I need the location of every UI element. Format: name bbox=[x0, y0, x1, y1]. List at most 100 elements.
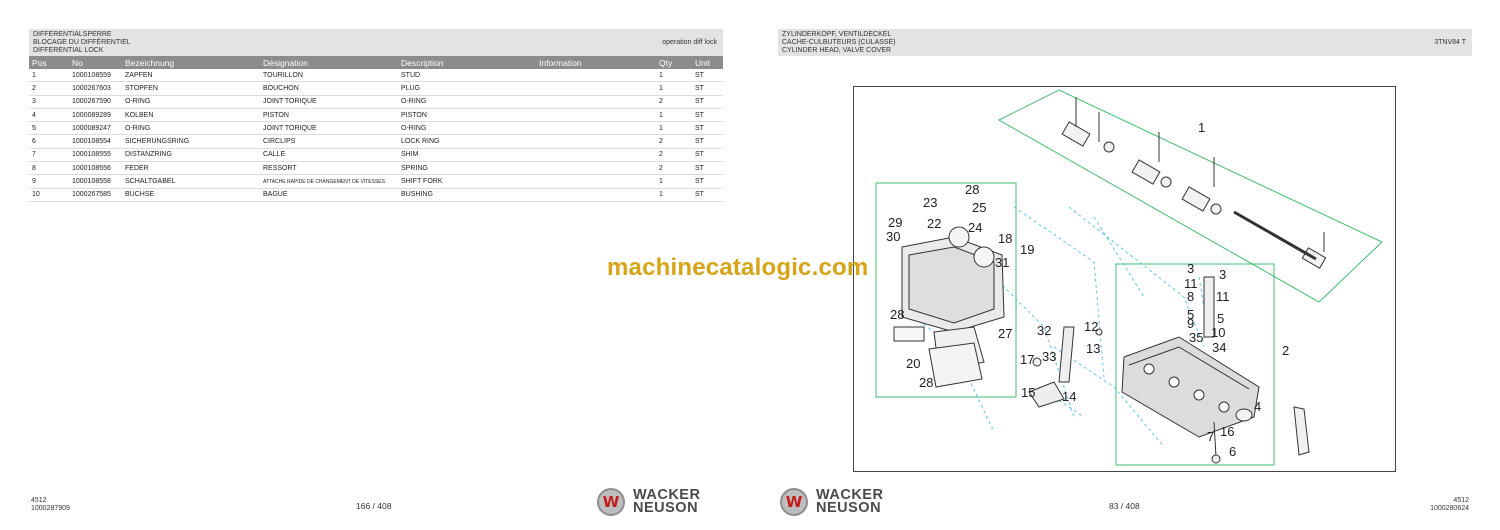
callout-31: 31 bbox=[995, 255, 1009, 270]
callout-1: 1 bbox=[1198, 120, 1205, 135]
callout-27: 27 bbox=[998, 326, 1012, 341]
callout-17: 17 bbox=[1020, 352, 1034, 367]
callout-24: 24 bbox=[968, 220, 982, 235]
cell-no: 1000108559 bbox=[69, 69, 122, 83]
callout-5: 5 bbox=[1187, 307, 1194, 322]
callout-34: 34 bbox=[1212, 340, 1226, 355]
cell-bez: DISTANZRING bbox=[122, 148, 260, 163]
callout-6: 6 bbox=[1229, 444, 1236, 459]
header-line-fr: BLOCAGE DU DIFFÉRENTIEL bbox=[33, 39, 131, 46]
cell-unit: ST bbox=[692, 148, 723, 163]
cell-bez: O-RING bbox=[122, 95, 260, 109]
left-page-header: DIFFERENTIALSPERRE BLOCAGE DU DIFFÉRENTI… bbox=[29, 29, 723, 56]
cell-desc: BUSHING bbox=[398, 188, 536, 202]
cell-qty: 2 bbox=[656, 134, 692, 149]
right-page-header: ZYLINDERKOPF, VENTILDECKEL CACHE-CULBUTE… bbox=[778, 29, 1472, 56]
cell-pos: 3 bbox=[29, 95, 69, 109]
cell-no: 1000267603 bbox=[69, 81, 122, 96]
logo-line-2: NEUSON bbox=[816, 500, 882, 516]
cell-desc: O-RING bbox=[398, 95, 536, 109]
callout-12: 12 bbox=[1084, 319, 1098, 334]
cell-pos: 4 bbox=[29, 108, 69, 123]
cell-qty: 1 bbox=[656, 69, 692, 83]
header-line-en: DIFFERENTIAL LOCK bbox=[33, 47, 104, 54]
cylinder-head-group-outline bbox=[1115, 263, 1275, 466]
cell-desc: PLUG bbox=[398, 81, 536, 96]
callout-13: 13 bbox=[1086, 341, 1100, 356]
footer-code-2: 1000280624 bbox=[1430, 505, 1469, 512]
callout-4: 4 bbox=[1254, 399, 1261, 414]
cell-bez: FEDER bbox=[122, 161, 260, 176]
callout-16: 16 bbox=[1220, 424, 1234, 439]
left-page: DIFFERENTIALSPERRE BLOCAGE DU DIFFÉRENTI… bbox=[29, 29, 723, 516]
parts-table: Pos No Bezeichnung Désignation Descripti… bbox=[29, 56, 723, 202]
footer-code-1: 4512 bbox=[1453, 497, 1469, 504]
callout-7: 7 bbox=[1207, 429, 1214, 444]
cell-bez: BUCHSE bbox=[122, 188, 260, 202]
footer-code-2: 1000287909 bbox=[31, 505, 70, 512]
cell-desc: STUD bbox=[398, 69, 536, 83]
cell-desc: O-RING bbox=[398, 121, 536, 136]
cell-desc: SHIFT FORK bbox=[398, 174, 536, 189]
cell-bez: ZAPFEN bbox=[122, 69, 260, 83]
cell-des: CALLE bbox=[260, 148, 398, 163]
callout-5: 5 bbox=[1217, 311, 1224, 326]
cell-no: 1000108555 bbox=[69, 148, 122, 163]
header-line-en: CYLINDER HEAD, VALVE COVER bbox=[782, 47, 892, 54]
cell-info bbox=[536, 174, 656, 189]
cell-des: RESSORT bbox=[260, 161, 398, 176]
col-no: No bbox=[69, 56, 122, 69]
cell-des: TOURILLON bbox=[260, 69, 398, 83]
cell-pos: 6 bbox=[29, 134, 69, 149]
callout-33: 33 bbox=[1042, 349, 1056, 364]
right-page-number: 83 / 408 bbox=[1109, 501, 1140, 511]
cell-des: JOINT TORIQUE bbox=[260, 121, 398, 136]
header-line-fr: CACHE-CULBUTEURS (CULASSE) bbox=[782, 39, 896, 46]
cell-qty: 2 bbox=[656, 148, 692, 163]
callout-28: 28 bbox=[919, 375, 933, 390]
cell-info bbox=[536, 148, 656, 163]
cell-unit: ST bbox=[692, 108, 723, 123]
cell-unit: ST bbox=[692, 69, 723, 83]
logo-line-1: WACKER bbox=[633, 487, 701, 503]
cell-desc: LOCK RING bbox=[398, 134, 536, 149]
cylinder-head bbox=[1121, 276, 1310, 464]
col-description: Description bbox=[398, 56, 536, 69]
cell-pos: 9 bbox=[29, 174, 69, 189]
rocker-group-outline bbox=[997, 89, 1383, 303]
cell-no: 1000108554 bbox=[69, 134, 122, 149]
cell-info bbox=[536, 161, 656, 176]
cell-unit: ST bbox=[692, 95, 723, 109]
cell-no: 1000267585 bbox=[69, 188, 122, 202]
cell-bez: SCHALTGABEL bbox=[122, 174, 260, 189]
cell-des: BOUCHON bbox=[260, 81, 398, 96]
valve-cover bbox=[893, 226, 1005, 388]
col-bezeichnung: Bezeichnung bbox=[122, 56, 260, 69]
cell-no: 1000108556 bbox=[69, 161, 122, 176]
callout-15: 15 bbox=[1021, 385, 1035, 400]
header-line-de: DIFFERENTIALSPERRE bbox=[33, 31, 112, 38]
cell-bez: STOPFEN bbox=[122, 81, 260, 96]
cell-des: CIRCLIPS bbox=[260, 134, 398, 149]
cell-qty: 1 bbox=[656, 188, 692, 202]
cell-des: JOINT TORIQUE bbox=[260, 95, 398, 109]
cell-info bbox=[536, 188, 656, 202]
cell-unit: ST bbox=[692, 174, 723, 189]
watermark: machinecatalogic.com bbox=[607, 254, 869, 281]
cell-pos: 7 bbox=[29, 148, 69, 163]
callout-32: 32 bbox=[1037, 323, 1051, 338]
cell-no: 1000267590 bbox=[69, 95, 122, 109]
callout-29: 29 bbox=[888, 215, 902, 230]
cell-qty: 1 bbox=[656, 81, 692, 96]
right-page: ZYLINDERKOPF, VENTILDECKEL CACHE-CULBUTE… bbox=[750, 0, 1500, 530]
callout-10: 10 bbox=[1211, 325, 1225, 340]
